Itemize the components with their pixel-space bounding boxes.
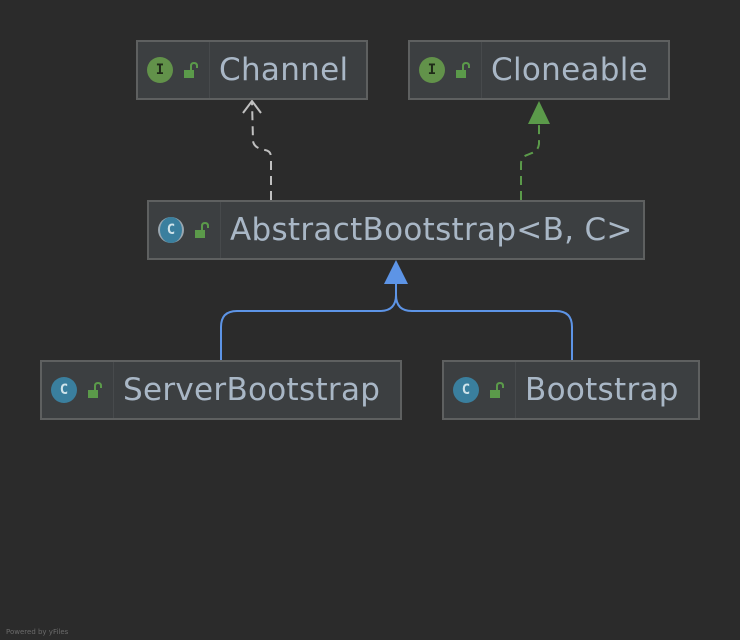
interface-icon: I (147, 57, 173, 83)
node-cloneable[interactable]: I Cloneable (408, 40, 670, 100)
edge-abstractbootstrap-to-channel (251, 100, 272, 200)
node-divider (209, 42, 210, 98)
footer-credit: Powered by yFiles (6, 628, 69, 636)
node-label: Bootstrap (525, 372, 679, 408)
node-divider (515, 362, 516, 418)
interface-icon: I (419, 57, 445, 83)
node-bootstrap[interactable]: C Bootstrap (442, 360, 700, 420)
arrowhead-cloneable (528, 101, 550, 124)
arrowhead-channel (242, 99, 262, 114)
class-icon: C (51, 377, 77, 403)
node-channel[interactable]: I Channel (136, 40, 368, 100)
unlocked-padlock-icon (195, 221, 209, 238)
unlocked-padlock-icon (184, 61, 198, 78)
abstract-class-icon: C (158, 217, 184, 243)
unlocked-padlock-icon (88, 381, 102, 398)
node-label: AbstractBootstrap<B, C> (230, 212, 633, 248)
unlocked-padlock-icon (490, 381, 504, 398)
node-serverbootstrap[interactable]: C ServerBootstrap (40, 360, 402, 420)
node-label: ServerBootstrap (123, 372, 381, 408)
arrowhead-abstractbootstrap (384, 260, 408, 284)
unlocked-padlock-icon (456, 61, 470, 78)
node-label: Cloneable (491, 52, 649, 88)
edge-serverbootstrap-to-abstractbootstrap (220, 284, 397, 360)
node-divider (113, 362, 114, 418)
edge-abstractbootstrap-to-cloneable (520, 124, 540, 200)
node-abstractbootstrap[interactable]: C AbstractBootstrap<B, C> (147, 200, 645, 260)
node-label: Channel (219, 52, 349, 88)
edge-bootstrap-to-abstractbootstrap (395, 284, 573, 360)
node-divider (220, 202, 221, 258)
node-divider (481, 42, 482, 98)
class-icon: C (453, 377, 479, 403)
